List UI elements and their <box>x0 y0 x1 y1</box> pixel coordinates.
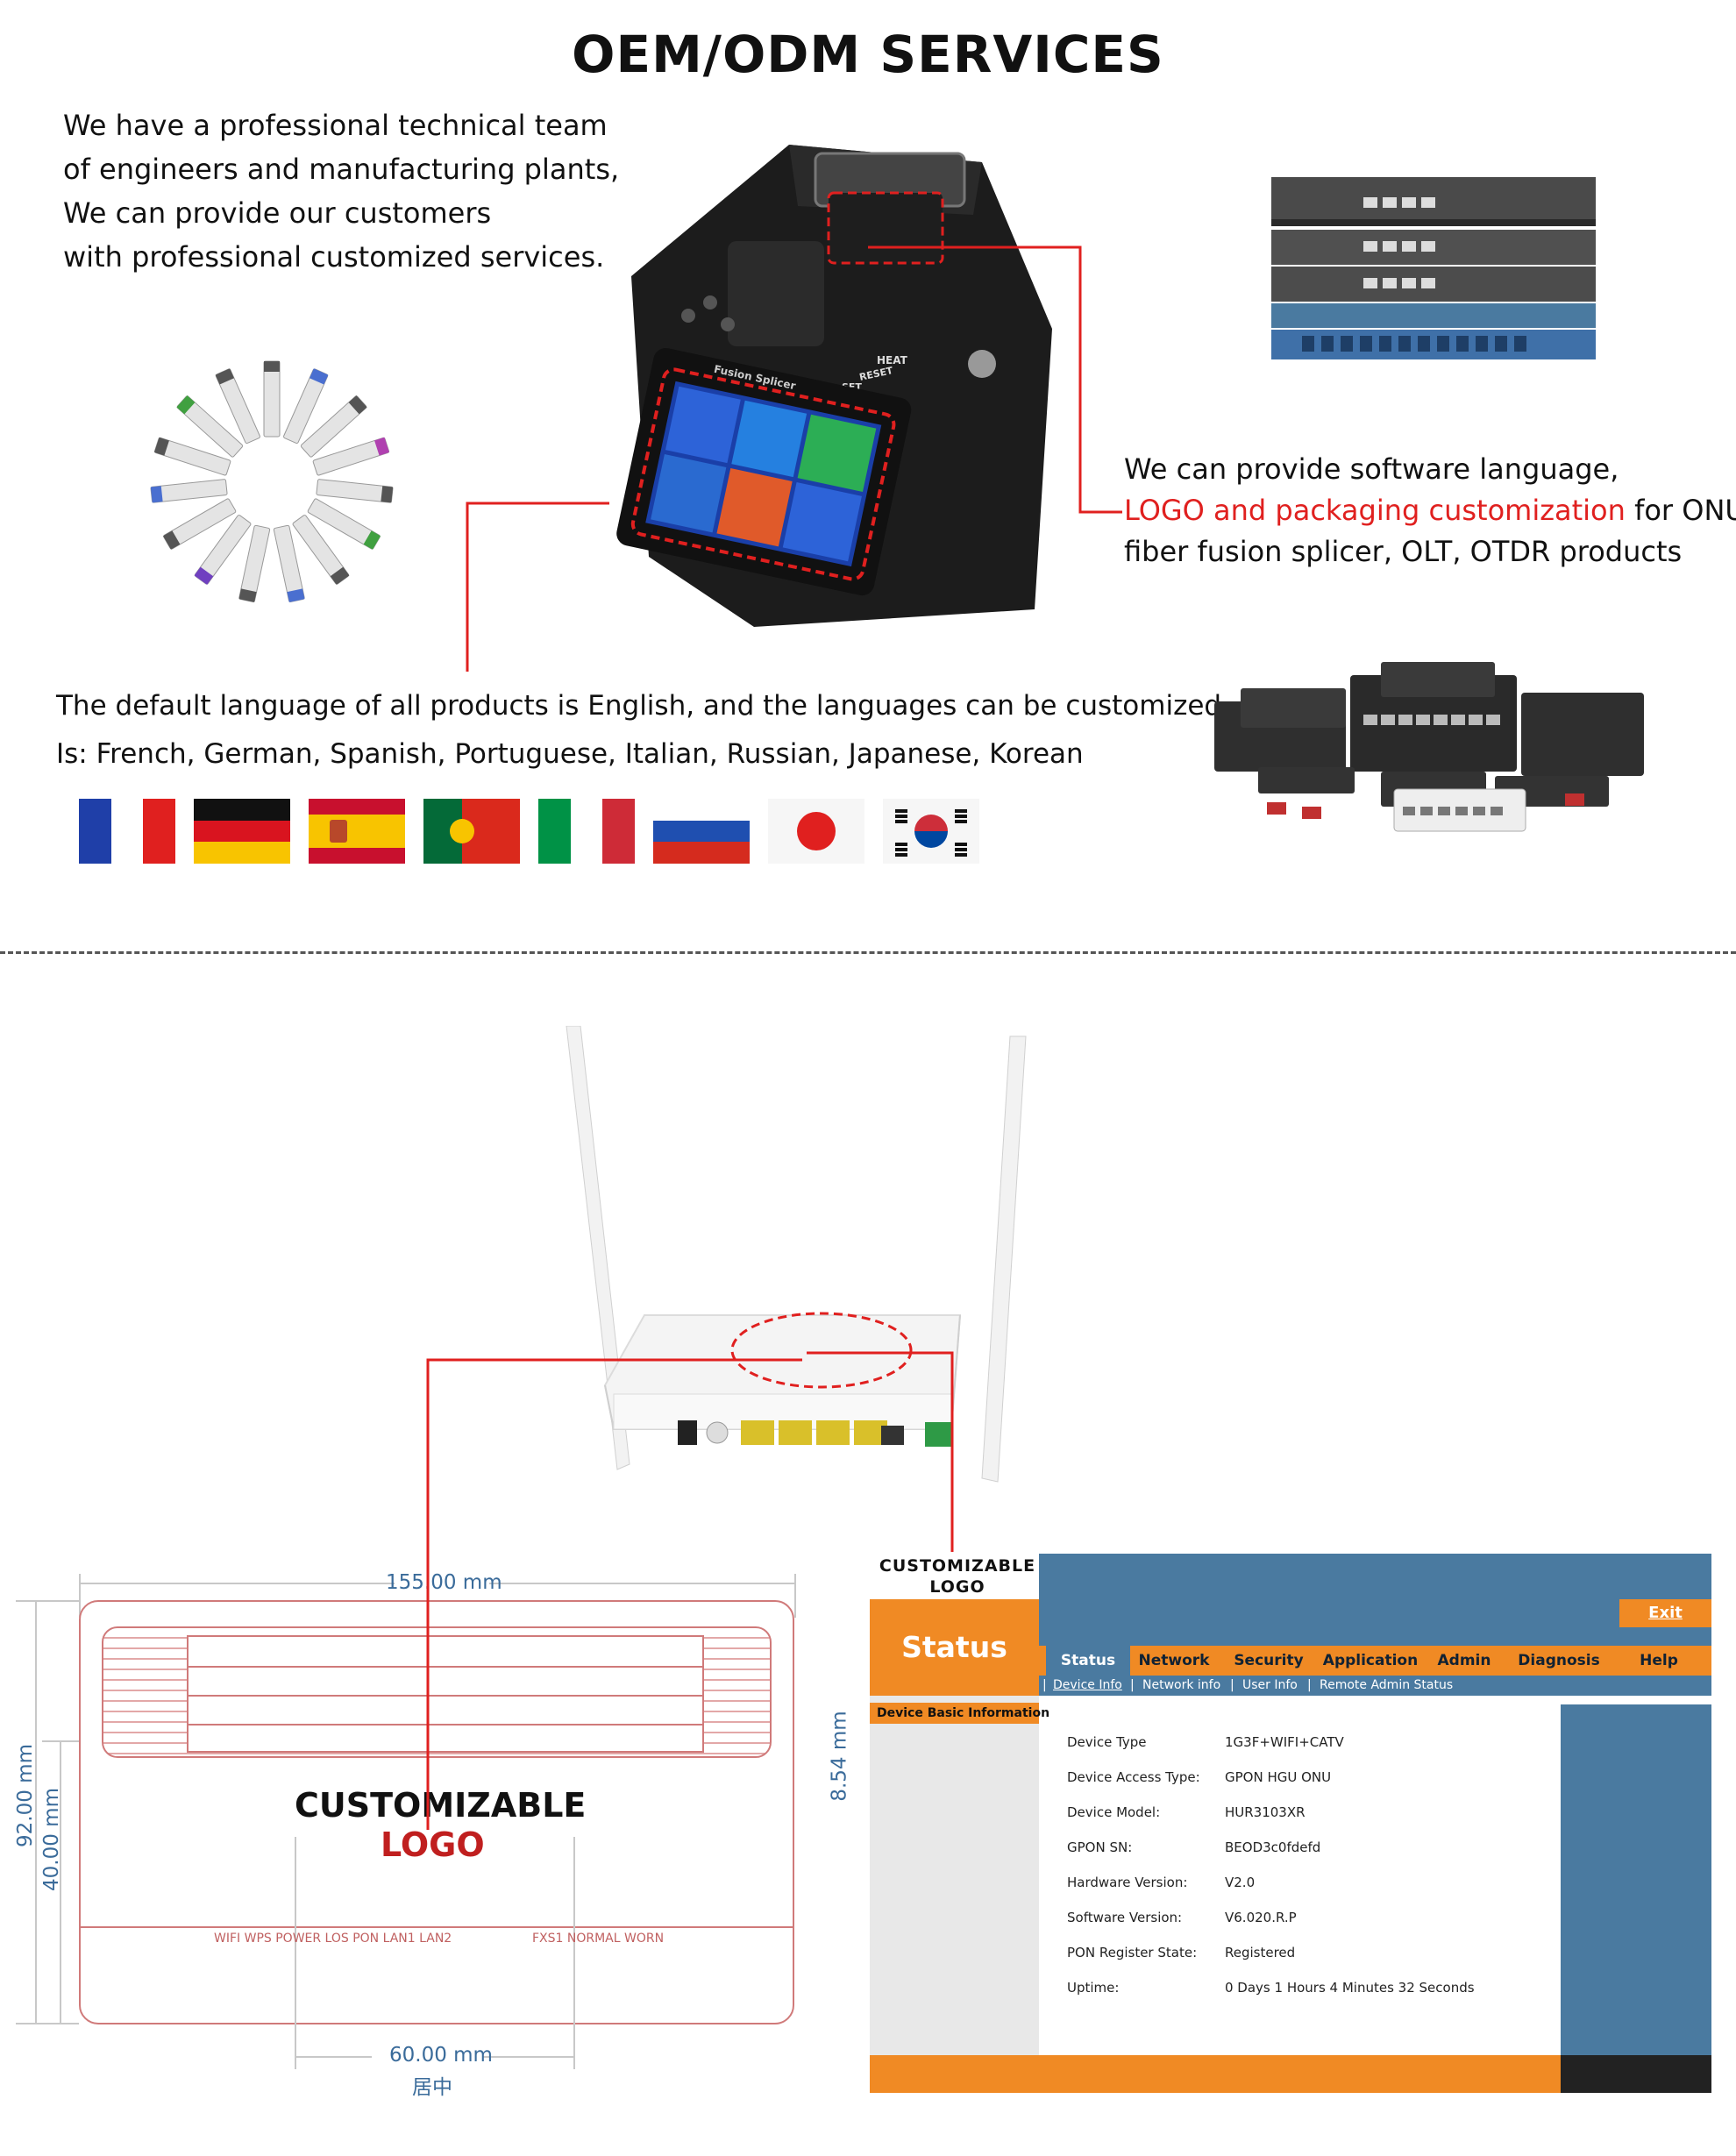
logo-packaging-highlight: LOGO and packaging customization <box>1124 494 1626 527</box>
ui-nav-bar: Status Network Security Application Admi… <box>1039 1646 1711 1676</box>
row-value: GPON HGU ONU <box>1225 1769 1332 1785</box>
italy-flag <box>538 799 635 864</box>
software-customization-text: We can provide software language, LOGO a… <box>1124 449 1736 573</box>
row-value: 0 Days 1 Hours 4 Minutes 32 Seconds <box>1225 1980 1475 1996</box>
row-value: V6.020.R.P <box>1225 1910 1297 1925</box>
language-line-1: The default language of all products is … <box>56 690 1222 722</box>
row-value: V2.0 <box>1225 1875 1256 1890</box>
software-line-1: We can provide software language, <box>1124 452 1619 486</box>
subtab-network-info[interactable]: Network info <box>1142 1678 1221 1692</box>
subtab-user-info[interactable]: User Info <box>1242 1678 1298 1692</box>
ui-right-footer <box>1561 2055 1711 2093</box>
software-line-3: fiber fusion splicer, OLT, OTDR products <box>1124 535 1683 568</box>
sfp-module <box>263 360 281 438</box>
row-value: 1G3F+WIFI+CATV <box>1225 1734 1344 1750</box>
ui-footer <box>870 2055 1561 2093</box>
germany-flag <box>194 799 290 864</box>
section-divider <box>0 951 1736 954</box>
intro-text: We have a professional technical team of… <box>63 103 619 279</box>
ui-logo-label-1: CUSTOMIZABLE <box>879 1556 1036 1576</box>
menu-device-basic-information[interactable]: Device Basic Information <box>870 1703 1049 1724</box>
ui-status-title: Status <box>901 1630 1007 1664</box>
software-line-2: LOGO and packaging customization for ONU… <box>1124 490 1736 531</box>
media-converters-image <box>1214 662 1644 832</box>
onu-web-ui: CUSTOMIZABLE LOGO Status Exit Status Net… <box>870 1554 1711 2093</box>
olt-devices-image <box>1271 177 1596 359</box>
row-label: Software Version: <box>1067 1910 1183 1925</box>
row-label: Device Model: <box>1067 1804 1161 1820</box>
bottom-dimension: 60.00 mm <box>389 2044 493 2067</box>
technical-drawing: 155.00 mm 92.00 mm 40.00 mm 8.54 mm CUST… <box>13 1571 851 2100</box>
language-text: The default language of all products is … <box>56 682 1221 779</box>
subtab-device-info[interactable]: Device Info <box>1053 1678 1122 1692</box>
spain-flag <box>309 799 405 864</box>
tab-network[interactable]: Network <box>1138 1652 1210 1669</box>
tab-application[interactable]: Application <box>1322 1652 1419 1669</box>
row-value: Registered <box>1225 1945 1296 1960</box>
width-dimension: 155.00 mm <box>386 1571 502 1594</box>
fusion-splicer-image: HEAT RESET SET Fusion Splicer <box>616 145 1052 627</box>
france-flag <box>79 799 175 864</box>
russia-flag <box>653 799 750 864</box>
intro-line: of engineers and manufacturing plants, <box>63 153 620 186</box>
ui-sub-nav: | Device Info | Network info | User Info… <box>1039 1676 1711 1696</box>
ui-logo-area <box>870 1554 1039 1599</box>
vent-grid <box>187 1635 704 1753</box>
sfp-modules-image <box>150 360 394 602</box>
tab-security[interactable]: Security <box>1234 1652 1304 1669</box>
ports-label-right: FXS1 NORMAL WORN <box>532 1932 665 1946</box>
language-line-2: Is: French, German, Spanish, Portuguese,… <box>56 738 1084 770</box>
ui-right-panel <box>1561 1704 1711 2055</box>
intro-line: We have a professional technical team <box>63 109 608 142</box>
row-value: HUR3103XR <box>1225 1804 1306 1820</box>
row-value: BEOD3c0fdefd <box>1225 1839 1321 1855</box>
row-label: PON Register State: <box>1067 1945 1198 1960</box>
splicer-key-label: HEAT <box>877 354 908 366</box>
tab-status[interactable]: Status <box>1046 1646 1130 1676</box>
exit-link[interactable]: Exit <box>1619 1599 1711 1627</box>
subtab-remote-admin-status[interactable]: Remote Admin Status <box>1320 1678 1454 1692</box>
callout-lines-router <box>426 1351 954 1830</box>
portugal-flag <box>423 799 520 864</box>
tab-diagnosis[interactable]: Diagnosis <box>1518 1652 1600 1669</box>
korea-flag <box>883 799 979 864</box>
row-label: Device Access Type: <box>1067 1769 1200 1785</box>
page-title: OEM/ODM SERVICES <box>572 25 1164 84</box>
japan-flag <box>768 799 864 864</box>
ui-logo-label-2: LOGO <box>929 1577 985 1597</box>
bottom-centered-label: 居中 <box>412 2076 452 2099</box>
tab-help[interactable]: Help <box>1640 1652 1678 1669</box>
ui-header <box>1039 1554 1711 1599</box>
height-dimension-outer: 92.00 mm <box>13 1744 37 1847</box>
callout-line-software <box>868 245 1122 514</box>
row-label: Device Type <box>1067 1734 1147 1750</box>
row-label: Uptime: <box>1067 1980 1120 1996</box>
ui-status-panel <box>870 1599 1039 1696</box>
height-dimension-inner: 40.00 mm <box>39 1788 63 1891</box>
intro-line: We can provide our customers <box>63 196 492 230</box>
intro-line: with professional customized services. <box>63 240 605 274</box>
drawing-customizable-text: CUSTOMIZABLE <box>295 1786 587 1825</box>
tab-admin[interactable]: Admin <box>1437 1652 1491 1669</box>
router-outline <box>79 1600 794 2024</box>
callout-line-language <box>466 502 609 672</box>
row-label: Hardware Version: <box>1067 1875 1188 1890</box>
ports-label-left: WIFI WPS POWER LOS PON LAN1 LAN2 <box>214 1932 452 1946</box>
drawing-logo-text: LOGO <box>381 1825 485 1864</box>
ui-left-menu <box>870 1696 1039 2055</box>
software-line-2-rest: for ONU, <box>1634 494 1736 527</box>
row-label: GPON SN: <box>1067 1839 1133 1855</box>
